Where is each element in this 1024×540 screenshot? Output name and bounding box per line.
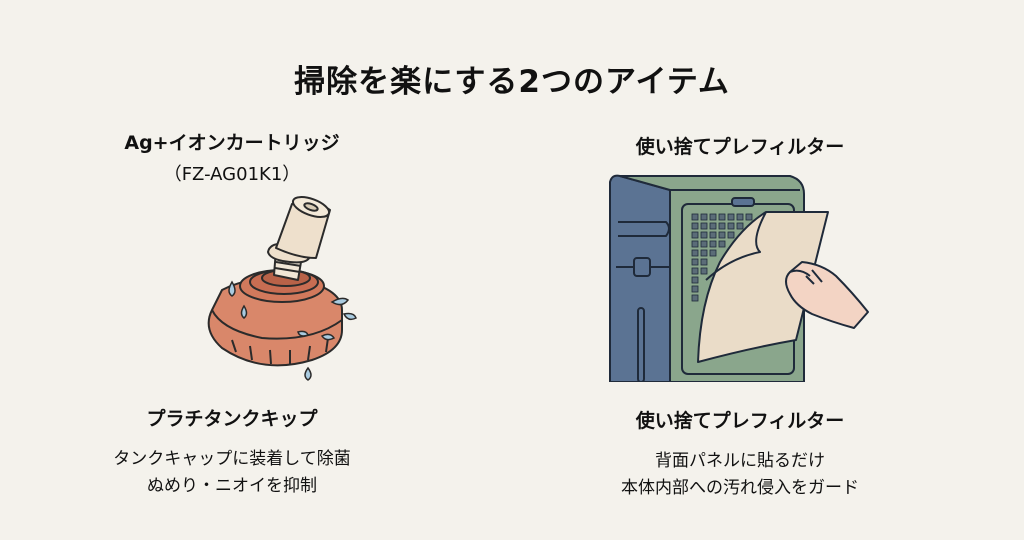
item-name: プラチタンクキップ <box>146 408 318 430</box>
item-description: タンクキャップに装着して除菌 ぬめり・ニオイを抑制 <box>32 446 432 500</box>
item-name: 使い捨てプレフィルター <box>635 410 845 432</box>
air-purifier-prefilter-illustration <box>609 174 869 382</box>
item-header: 使い捨てプレフィルター <box>635 136 845 158</box>
description-line: 本体内部への汚れ侵入をガード <box>621 478 859 498</box>
page-title: 掃除を楽にする2つのアイテム <box>294 64 730 100</box>
item-model: （FZ-AG01K1） <box>163 164 301 185</box>
description-line: ぬめり・ニオイを抑制 <box>147 476 317 496</box>
item-header: Ag+イオンカートリッジ <box>124 132 340 154</box>
description-line: タンクキャップに装着して除菌 <box>113 449 351 469</box>
tank-cap-cartridge-illustration <box>207 196 357 381</box>
description-line: 背面パネルに貼るだけ <box>655 451 825 471</box>
item-description: 背面パネルに貼るだけ 本体内部への汚れ侵入をガード <box>540 448 940 502</box>
